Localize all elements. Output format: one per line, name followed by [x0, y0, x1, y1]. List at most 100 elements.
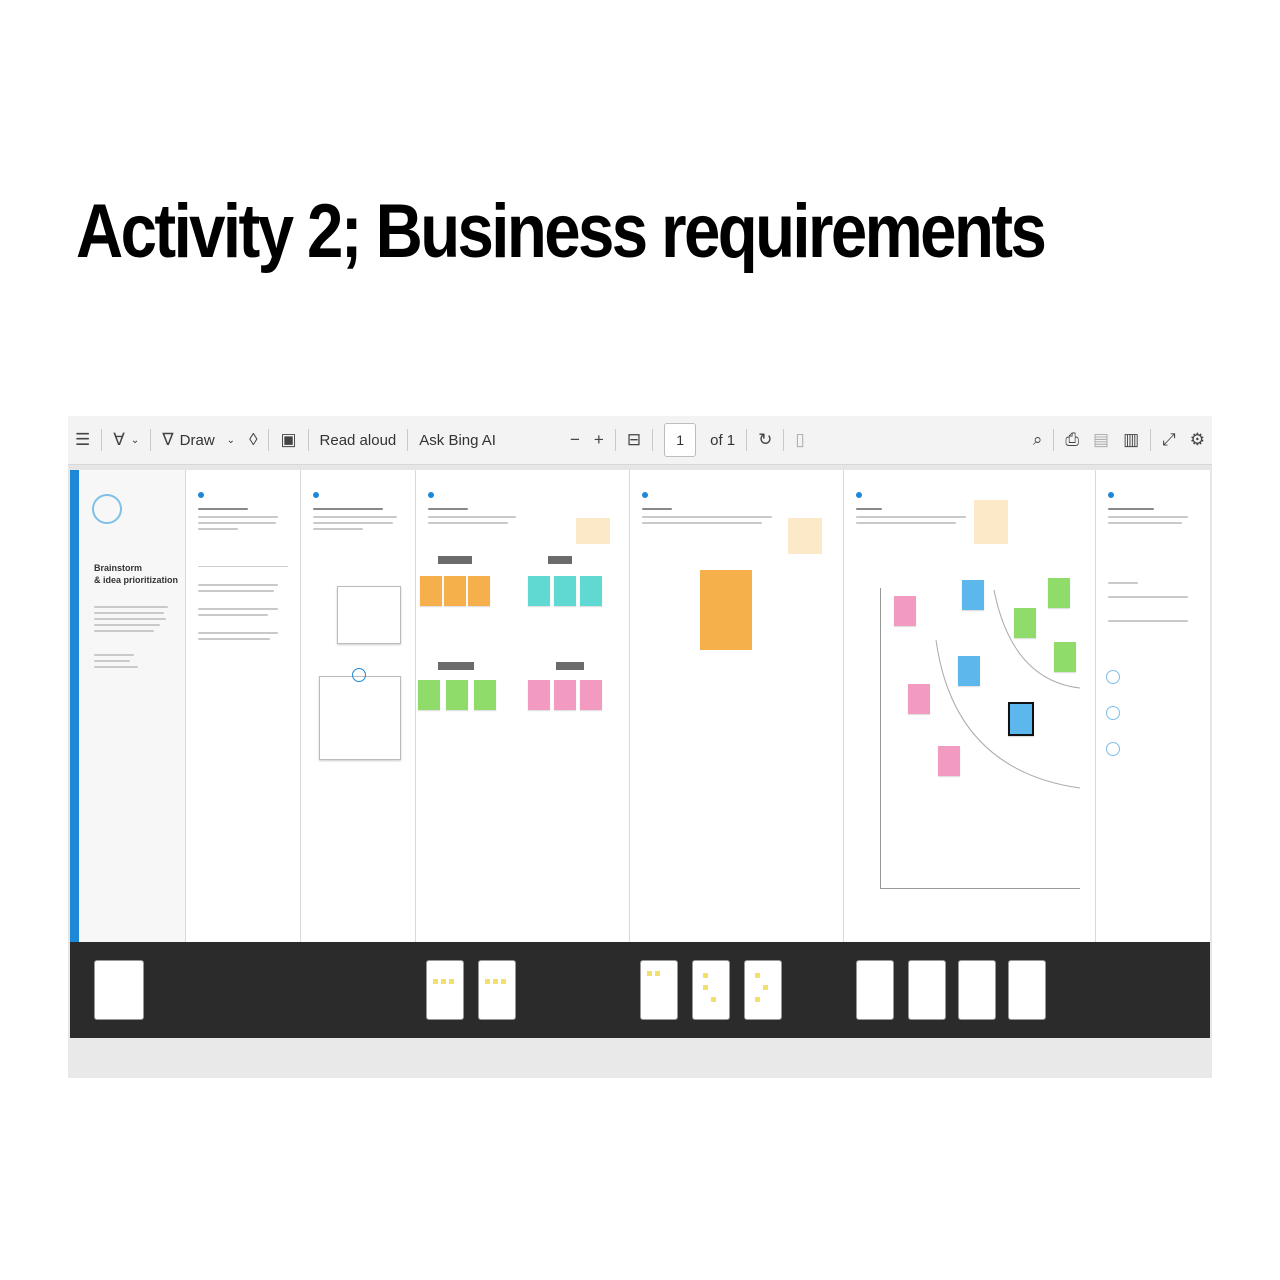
draw-button[interactable]: ∇Draw⌄	[155, 425, 242, 455]
text-placeholder	[1108, 582, 1138, 584]
example-thumbnail[interactable]	[856, 960, 894, 1020]
example-thumbnail[interactable]	[692, 960, 730, 1020]
text-placeholder	[94, 606, 168, 608]
text-placeholder	[198, 516, 278, 518]
page-number-field[interactable]: 1	[657, 423, 703, 457]
sticky-note	[962, 580, 984, 610]
rotate-icon: ↻	[758, 430, 773, 449]
example-thumbnail[interactable]	[478, 960, 516, 1020]
draw-icon: ∇	[162, 430, 174, 449]
read-aloud-button[interactable]: Read aloud	[313, 425, 404, 455]
save-button[interactable]: ▤	[1086, 425, 1116, 455]
zoom-in-button[interactable]: +	[587, 425, 611, 455]
sticky-note	[444, 576, 466, 606]
text-placeholder	[1108, 620, 1188, 622]
sticky-note	[958, 656, 980, 686]
chat-icon	[1106, 706, 1120, 720]
problem-card	[337, 586, 401, 644]
sticky-note	[528, 576, 550, 606]
step-dot	[198, 492, 204, 498]
after-you-collaborate-frame	[1096, 470, 1210, 942]
toolbar-divider	[1053, 429, 1055, 451]
example-thumbnail[interactable]	[640, 960, 678, 1020]
sticky-note	[580, 576, 602, 606]
eraser-button[interactable]: ◊	[242, 425, 264, 455]
rotate-button[interactable]: ↻	[751, 425, 779, 455]
sticky-note	[1048, 578, 1070, 608]
fit-page-button[interactable]: ⊟	[620, 425, 648, 455]
text-placeholder	[642, 516, 772, 518]
example-thumbnails-band	[70, 942, 1210, 1038]
text-placeholder	[856, 508, 882, 510]
text-placeholder	[642, 508, 672, 510]
two-page-button[interactable]: ▯	[788, 425, 811, 455]
example-thumbnail[interactable]	[958, 960, 996, 1020]
group-ideas-frame	[630, 470, 844, 942]
text-placeholder	[198, 590, 274, 592]
contents-icon: ☰	[75, 430, 91, 449]
x-axis-line	[880, 888, 1080, 889]
brand-strip	[70, 470, 79, 942]
highlight-button[interactable]: ∀⌄	[106, 425, 146, 455]
template-title: Brainstorm & idea prioritization	[94, 562, 178, 586]
page-number-input[interactable]: 1	[664, 423, 697, 457]
text-placeholder	[1108, 516, 1188, 518]
example-thumbnail[interactable]	[1008, 960, 1046, 1020]
text-placeholder	[428, 508, 468, 510]
two-page-icon: ▯	[795, 430, 805, 449]
fullscreen-icon: ⤢	[1162, 430, 1176, 449]
example-thumbnail[interactable]	[94, 960, 144, 1020]
contents-button[interactable]: ☰	[68, 425, 97, 455]
text-placeholder	[94, 660, 130, 662]
sticky-note	[1014, 608, 1036, 638]
toolbar-divider	[1150, 429, 1152, 451]
share-icon	[1106, 670, 1120, 684]
zoom-out-button[interactable]: −	[563, 425, 587, 455]
save-as-button[interactable]: ▥	[1116, 425, 1146, 455]
text-placeholder	[198, 632, 278, 634]
text-placeholder	[198, 608, 278, 610]
print-button[interactable]: ⎙	[1058, 425, 1086, 455]
prioritize-frame	[844, 470, 1096, 942]
search-button[interactable]: ⌕	[1026, 425, 1050, 455]
example-thumbnail[interactable]	[908, 960, 946, 1020]
text-placeholder	[94, 630, 154, 632]
sticky-note	[528, 680, 550, 710]
ask-bing-button[interactable]: Ask Bing AI	[412, 425, 503, 455]
text-placeholder	[94, 654, 134, 656]
tip-note	[788, 518, 822, 554]
tip-note	[974, 500, 1008, 544]
sticky-note	[894, 596, 916, 626]
text-placeholder	[1108, 596, 1188, 598]
text-placeholder	[94, 624, 160, 626]
step-dot	[1108, 492, 1114, 498]
textbox-button[interactable]: ▣	[273, 425, 303, 455]
toolbar-divider	[268, 429, 270, 451]
zoom-in-icon: +	[593, 430, 604, 449]
page-count: of 1	[703, 425, 742, 455]
participant-tag	[438, 662, 474, 670]
document-canvas[interactable]: Brainstorm & idea prioritization	[70, 470, 1210, 942]
sticky-note	[420, 576, 442, 606]
fullscreen-button[interactable]: ⤢	[1155, 425, 1183, 455]
toolbar-divider	[307, 429, 309, 451]
text-placeholder	[1108, 508, 1154, 510]
text-placeholder	[856, 522, 956, 524]
example-thumbnail[interactable]	[744, 960, 782, 1020]
divider-line	[198, 566, 288, 567]
settings-button[interactable]: ⚙	[1183, 425, 1212, 455]
settings-icon: ⚙	[1189, 430, 1205, 449]
viewer-footer	[68, 1038, 1212, 1078]
example-thumbnail[interactable]	[426, 960, 464, 1020]
participant-tag	[438, 556, 472, 564]
sticky-note	[474, 680, 496, 710]
step-dot	[642, 492, 648, 498]
save-icon: ▤	[1093, 430, 1110, 449]
toolbar-divider	[150, 429, 152, 451]
sticky-note	[554, 680, 576, 710]
sticky-note	[938, 746, 960, 776]
toolbar-divider	[783, 429, 785, 451]
page-count-label: of 1	[710, 431, 736, 449]
text-placeholder	[94, 612, 164, 614]
textbox-icon: ▣	[280, 430, 297, 449]
